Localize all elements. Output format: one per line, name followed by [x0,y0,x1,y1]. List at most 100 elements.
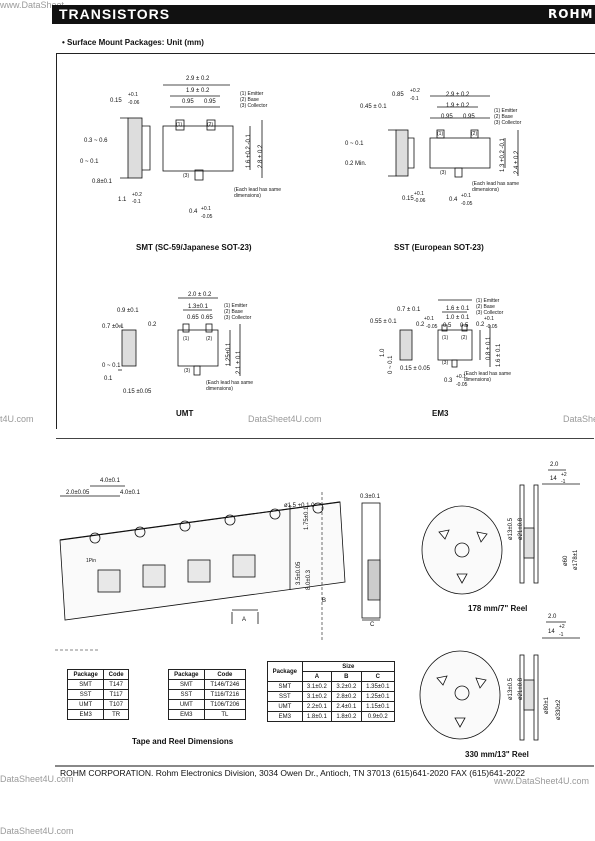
caption: 178 mm/7" Reel [468,604,528,613]
table-cell: 2.4±0.1 [331,701,362,712]
dim-label: 4.0±0.1 [120,490,140,496]
dim-label: +0.1 [201,206,211,212]
legend-item: (1) Emitter [476,298,500,304]
table-header: Package [168,669,205,680]
dim-label: 0.15 ± 0.05 [400,366,430,372]
dim-label: ø60 [563,555,569,566]
legend-item: (3) Collector [476,310,504,316]
table-header: Package [66,669,105,680]
dim-label: +0.1 [128,92,138,98]
table-cell: EM3 [66,709,105,720]
dim-label: 2.0 ± 0.2 [188,292,212,298]
caption: SST (European SOT-23) [394,243,484,252]
legend-item: (1) Emitter [224,303,248,309]
dim-label: 1.3±0.1 [188,304,208,310]
table-cell: SST [267,691,303,702]
header-bar [52,5,595,24]
pin-label: (2) [471,131,478,137]
dim-label: 8.0±0.3 [306,570,312,590]
dim-label: 0.95 [463,114,475,120]
dim-label: 1.0 [380,348,386,357]
dim-label: 0 ~ 0.1 [388,355,394,374]
dim-label: ø13±0.5 [508,678,514,700]
dim-label: ø21±0.8 [518,678,524,700]
table-cell: SMT [168,679,205,690]
watermark: www.DataSheet [0,0,65,10]
dim-label: -1 [561,479,566,485]
table-cell: UMT [267,701,303,712]
dim-label: +0.2 [410,88,420,94]
dim-label: B [322,598,327,604]
dim-label: 0.3±0.1 [360,494,380,500]
package-frame [56,53,595,429]
dim-label: 2.8 ± 0.2 [258,144,264,168]
dim-label: -0.06 [128,100,140,106]
table-cell: 1.35±0.1 [360,681,396,692]
dim-label: -0.1 [132,199,141,205]
dim-label: 0.7 ±0.1 [102,324,124,330]
pin-label: (1) [183,336,190,342]
dim-label: 1.75±0.1 [304,506,310,530]
dim-label: 0.65 [201,315,213,321]
table-cell: T106/T206 [203,699,247,710]
dim-label: -0.05 [426,324,438,330]
table-cell: T147 [103,679,129,690]
legend-item: (3) Collector [494,120,522,126]
table-cell: 3.1±0.2 [301,691,333,702]
dim-label: 14 [548,629,555,635]
dim-label: 1.6 ± 0.1 [446,306,470,312]
dim-label: 0.2 [416,322,425,328]
dim-label: +0.1 [414,191,424,197]
dim-label: 2.9 ± 0.2 [186,76,210,82]
table-cell: 3.2±0.2 [331,681,362,692]
rohm-logo: ROHM [548,7,594,21]
legend-item: (3) Collector [240,103,268,109]
pin-label: (3) [184,368,191,374]
dim-label: 2.9 ± 0.2 [446,92,470,98]
dim-label: 0.95 [441,114,453,120]
pin-label: (1) [442,335,449,341]
dim-label: -0.1 [410,96,419,102]
table-cell: UMT [66,699,105,710]
table-cell: T117 [103,689,129,700]
table-cell: 0.9±0.2 [360,711,396,722]
dim-label: +0.1 [456,374,466,380]
dim-label: 0 ~ 0.1 [80,159,99,165]
dim-label: 0.15 ±0.05 [123,389,152,395]
table-cell: TL [203,709,247,720]
dim-label: 0.8 ± 0.1 [486,336,492,360]
legend-item: (1) Emitter [494,108,518,114]
dim-label: -1 [559,632,564,638]
dim-label: 1.6 ± 0.1 [496,343,502,367]
dim-label: 1.0 ± 0.1 [446,315,470,321]
caption: Tape and Reel Dimensions [132,737,234,746]
dim-label: 0.2 Min. [345,161,367,167]
dim-label: 14 [550,476,557,482]
table-cell: EM3 [267,711,303,722]
dim-label: ø1.5 +0.1 0 [284,503,315,509]
table-cell: TR [103,709,129,720]
dim-label: ø21±0.8 [518,518,524,540]
pin-label: (1) [176,122,183,128]
dim-label: 0.3 ~ 0.6 [84,138,108,144]
table-header: C [360,671,396,682]
dim-label: 0.9 ±0.1 [117,308,139,314]
dim-label: +0.2 [132,192,142,198]
caption: SMT (SC-59/Japanese SOT-23) [136,243,252,252]
dim-label: A [242,617,247,623]
dim-label: -0.06 [414,198,426,204]
dim-label: 0.8±0.1 [92,179,112,185]
pin-label: (3) [440,170,447,176]
legend-item: (1) Emitter [240,91,264,97]
note: (Each lead has same dimensions) [234,187,281,199]
